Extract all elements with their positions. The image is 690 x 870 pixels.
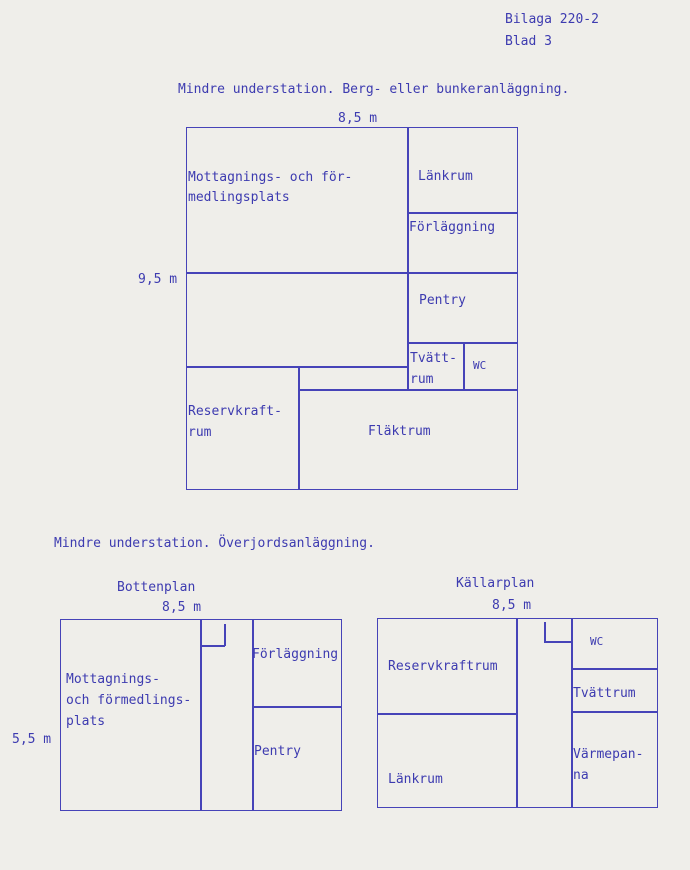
cellar-room-varme-line2: na	[573, 768, 589, 783]
plan1-room-tvatt-line1: Tvätt-	[410, 351, 457, 366]
cellar-width-label: 8,5 m	[492, 598, 532, 613]
plan1-width-label: 8,5 m	[338, 111, 378, 126]
bottom-room-forlaggning: Förläggning	[252, 647, 339, 662]
cellar-room-wc: WC	[590, 635, 604, 648]
plan1-wall	[407, 127, 409, 390]
plan1-room-flaktrum: Fläktrum	[368, 424, 431, 439]
bottom-height-label: 5,5 m	[12, 732, 52, 747]
plan2-title: Mindre understation. Överjordsanläggning…	[54, 536, 375, 551]
cellar-stair-notch	[544, 641, 571, 643]
cellar-stair-notch	[544, 622, 546, 642]
bottom-room-pentry: Pentry	[254, 744, 301, 759]
plan1-wall	[407, 342, 518, 344]
plan1-room-forlaggning: Förläggning	[409, 220, 496, 235]
plan1-title: Mindre understation. Berg- eller bunkera…	[178, 82, 570, 97]
bottom-room-mottagning-line1: Mottagnings-	[66, 672, 160, 687]
plan1-room-reserv-line2: rum	[188, 425, 212, 440]
bottom-plan-label: Bottenplan	[117, 580, 196, 595]
appendix-label: Bilaga 220-2	[505, 12, 599, 27]
plan1-wall	[463, 342, 465, 390]
bottom-room-mottagning-line3: plats	[66, 714, 106, 729]
bottom-room-mottagning-line2: och förmedlings-	[66, 693, 192, 708]
plan1-room-wc: WC	[473, 359, 487, 372]
plan1-room-mottagning-line1: Mottagnings- och för-	[188, 170, 353, 185]
bottom-stair-notch	[200, 645, 225, 647]
cellar-wall	[571, 711, 658, 713]
cellar-room-varme-line1: Värmepan-	[573, 747, 644, 762]
bottom-wall	[200, 619, 202, 811]
plan1-room-reserv-line1: Reservkraft-	[188, 404, 282, 419]
cellar-room-reservkraftrum: Reservkraftrum	[388, 659, 498, 674]
cellar-room-lankrum: Länkrum	[388, 772, 443, 787]
plan1-height-label: 9,5 m	[138, 272, 178, 287]
plan1-wall	[186, 366, 408, 368]
plan1-wall	[407, 212, 518, 214]
plan1-wall	[298, 366, 300, 490]
plan1-room-pentry: Pentry	[419, 293, 466, 308]
plan1-room-mottagning-line2: medlingsplats	[188, 190, 290, 205]
plan1-room-tvatt-line2: rum	[410, 372, 434, 387]
cellar-wall	[516, 618, 518, 808]
cellar-wall	[571, 668, 658, 670]
bottom-stair-notch	[224, 624, 226, 646]
sheet-label: Blad 3	[505, 34, 552, 49]
cellar-plan-label: Källarplan	[456, 576, 535, 591]
cellar-wall	[377, 713, 516, 715]
cellar-room-tvattrum: Tvättrum	[573, 686, 636, 701]
bottom-wall	[252, 619, 254, 811]
bottom-width-label: 8,5 m	[162, 600, 202, 615]
plan1-room-lankrum: Länkrum	[418, 169, 473, 184]
cellar-wall	[571, 618, 573, 808]
bottom-wall	[252, 706, 342, 708]
plan1-wall	[186, 272, 518, 274]
plan1-outline	[186, 127, 518, 490]
